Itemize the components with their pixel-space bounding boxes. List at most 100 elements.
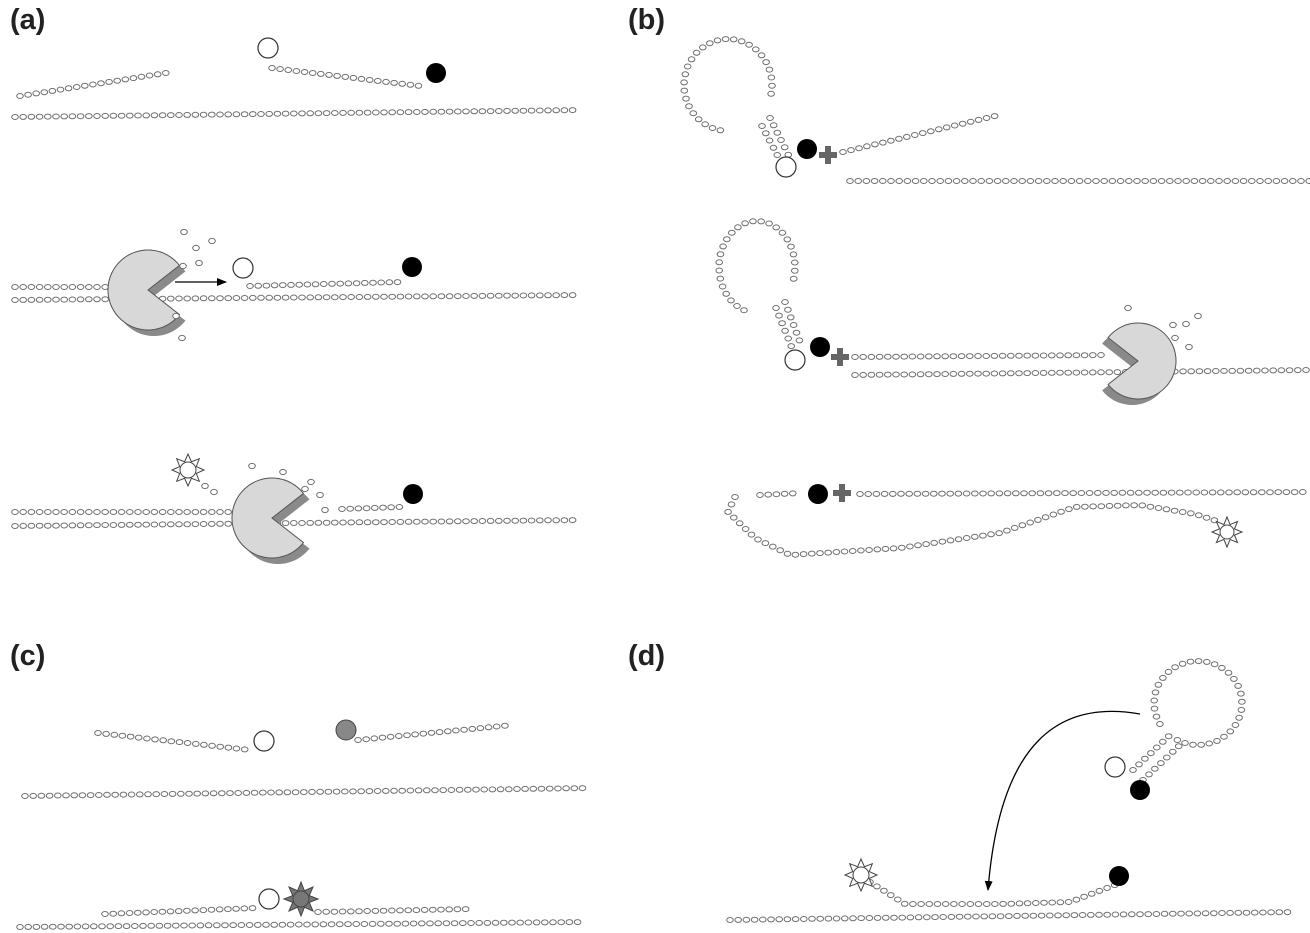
nucleotide (250, 112, 257, 117)
nucleotide (471, 519, 478, 524)
template-strand (17, 920, 581, 930)
nucleotide (94, 285, 101, 290)
nucleotide (225, 510, 232, 515)
free-nucleotide (196, 260, 203, 265)
nucleotide (381, 520, 388, 525)
nucleotide (790, 491, 797, 496)
nucleotide (258, 112, 265, 117)
nucleotide (785, 336, 792, 341)
nucleotide (766, 221, 773, 226)
nucleotide (45, 285, 52, 290)
nucleotide (356, 909, 363, 914)
nucleotide (463, 109, 470, 114)
nucleotide (315, 910, 322, 915)
nucleotide (1185, 490, 1192, 495)
nucleotide (339, 507, 346, 512)
nucleotide (915, 543, 922, 548)
nucleotide (1194, 911, 1201, 916)
nucleotide (1276, 910, 1283, 915)
nucleotide (277, 67, 284, 72)
nucleotide (340, 110, 347, 115)
nucleotide (947, 491, 954, 496)
nucleotide (955, 491, 962, 496)
hairpin-loop (1151, 659, 1245, 748)
nucleotide (205, 923, 212, 928)
nucleotide (287, 922, 294, 927)
nucleotide (788, 344, 795, 349)
nucleotide (299, 521, 306, 526)
nucleotide (1268, 910, 1275, 915)
free-nucleotide (211, 489, 218, 494)
nucleotide (1024, 371, 1031, 376)
hairpin-loop (681, 37, 776, 133)
nucleotide (1022, 913, 1029, 918)
probe-bound-loop (757, 491, 796, 498)
nucleotide (301, 790, 308, 795)
nucleotide (1142, 179, 1149, 184)
nucleotide (487, 293, 494, 298)
nucleotide (512, 293, 519, 298)
nucleotide (337, 281, 344, 286)
nucleotide (1120, 912, 1127, 917)
nucleotide (137, 792, 144, 797)
nucleotide (184, 741, 191, 746)
nucleotide (545, 108, 552, 113)
nucleotide (413, 908, 420, 913)
nucleotide (1016, 901, 1023, 906)
nucleotide (1180, 369, 1187, 374)
nucleotide (135, 910, 142, 915)
nucleotide (1054, 491, 1061, 496)
nucleotide (569, 293, 576, 298)
nucleotide (983, 116, 990, 121)
nucleotide (550, 920, 557, 925)
nucleotide (777, 548, 784, 553)
nucleotide (473, 787, 480, 792)
nucleotide (73, 85, 80, 90)
nucleotide (396, 505, 403, 510)
nucleotide (855, 179, 862, 184)
nucleotide (255, 283, 262, 288)
nucleotide (735, 917, 742, 922)
nucleotide (209, 510, 216, 515)
nucleotide (1171, 508, 1178, 513)
nucleotide (1155, 506, 1162, 511)
nucleotide (77, 114, 84, 119)
nucleotide (1104, 886, 1111, 891)
nucleotide (53, 297, 60, 302)
nucleotide (962, 179, 969, 184)
nucleotide (809, 551, 816, 556)
nucleotide (700, 45, 707, 50)
nucleotide (1095, 490, 1102, 495)
nucleotide (374, 789, 381, 794)
nucleotide (558, 920, 565, 925)
nucleotide (856, 146, 863, 151)
nucleotide (184, 908, 191, 913)
nucleotide (874, 547, 881, 552)
polymerase (1102, 323, 1176, 405)
nucleotide (446, 907, 453, 912)
nucleotide (906, 491, 913, 496)
nucleotide (864, 144, 871, 149)
template-strand (727, 910, 1291, 923)
nucleotide (118, 510, 125, 515)
nucleotide (282, 295, 289, 300)
nucleotide (445, 729, 452, 734)
nucleotide (175, 909, 182, 914)
nucleotide (243, 790, 250, 795)
nucleotide (1151, 706, 1158, 711)
nucleotide (943, 125, 950, 130)
nucleotide (763, 131, 770, 136)
nucleotide (1081, 370, 1088, 375)
nucleotide (1165, 734, 1172, 739)
nucleotide (1152, 490, 1159, 495)
hairpin-loop (716, 219, 798, 313)
nucleotide (959, 121, 966, 126)
nucleotide (1038, 913, 1045, 918)
nucleotide (695, 117, 702, 122)
nucleotide (1011, 179, 1018, 184)
nucleotide (1029, 491, 1036, 496)
nucleotide (914, 491, 921, 496)
nucleotide (1270, 368, 1277, 373)
nucleotide (1004, 528, 1011, 533)
nucleotide (1090, 353, 1097, 358)
